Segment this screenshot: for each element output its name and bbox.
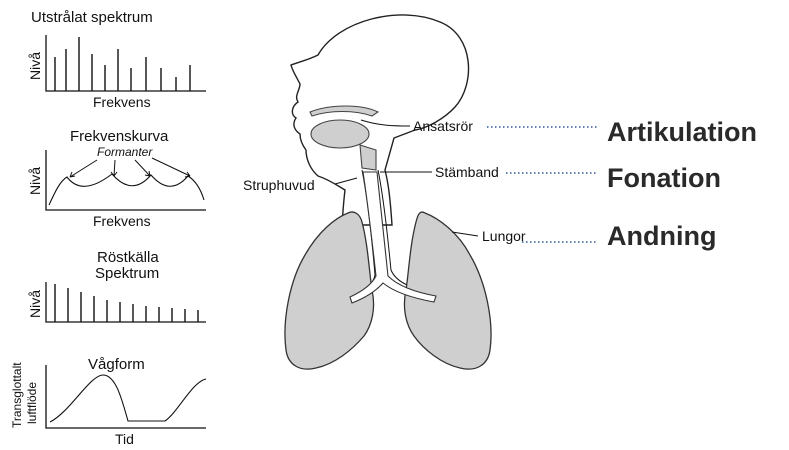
filter-x-axis-label: Frekvens (93, 213, 151, 229)
pharynx (360, 145, 376, 170)
emitted-spectrum-lines (55, 37, 190, 91)
source-title-line1: Röstkälla (97, 249, 159, 266)
emitted-y-axis-label: Nivå (27, 52, 43, 80)
left-lung (285, 212, 374, 369)
frequency-curve-panel: Frekvenskurva Formanter Nivå Frekvens (27, 128, 206, 229)
source-y-axis-label: Nivå (27, 290, 43, 318)
formant-arrow-1 (70, 160, 97, 177)
waveform-y-axis-line2: luftflöde (25, 382, 39, 424)
anatomy-illustration (285, 15, 491, 369)
vocal-folds-label: Stämband (435, 164, 499, 180)
formant-arrow-4 (152, 158, 190, 177)
source-axes (46, 282, 206, 322)
formant-arrow-3 (135, 160, 150, 176)
source-spectrum-lines (55, 284, 198, 322)
larynx-label: Struphuvud (243, 177, 315, 193)
emitted-spectrum-panel: Utstrålat spektrum Nivå Frekvens (27, 9, 206, 110)
emitted-x-axis-label: Frekvens (93, 94, 151, 110)
source-spectrum-panel: Röstkälla Spektrum Nivå (27, 249, 206, 322)
waveform-y-axis-line1: Transglottalt (10, 362, 24, 428)
respiration-label: Andning (607, 221, 716, 251)
vocal-tract-label: Ansatsrör (413, 118, 473, 134)
emitted-spectrum-title: Utstrålat spektrum (31, 9, 153, 26)
lungs-label: Lungor (482, 228, 526, 244)
waveform-x-axis-label: Tid (115, 431, 134, 447)
tongue-cavity (311, 120, 369, 148)
frequency-curve (49, 174, 204, 205)
formants-annotation: Formanter (97, 145, 153, 159)
filter-y-axis-label: Nivå (27, 167, 43, 195)
waveform-title: Vågform (88, 356, 145, 373)
function-labels: Artikulation Fonation Andning (607, 117, 757, 251)
source-title-line2: Spektrum (95, 265, 159, 282)
emitted-axes (46, 35, 206, 91)
waveform-axes (46, 365, 206, 428)
phonation-label: Fonation (607, 163, 721, 193)
frequency-curve-title: Frekvenskurva (70, 128, 169, 145)
function-leaders (487, 127, 598, 242)
articulation-label: Artikulation (607, 117, 757, 147)
glottal-flow-waveform (50, 375, 206, 422)
waveform-panel: Vågform Transglottalt luftflöde Tid (10, 356, 206, 447)
